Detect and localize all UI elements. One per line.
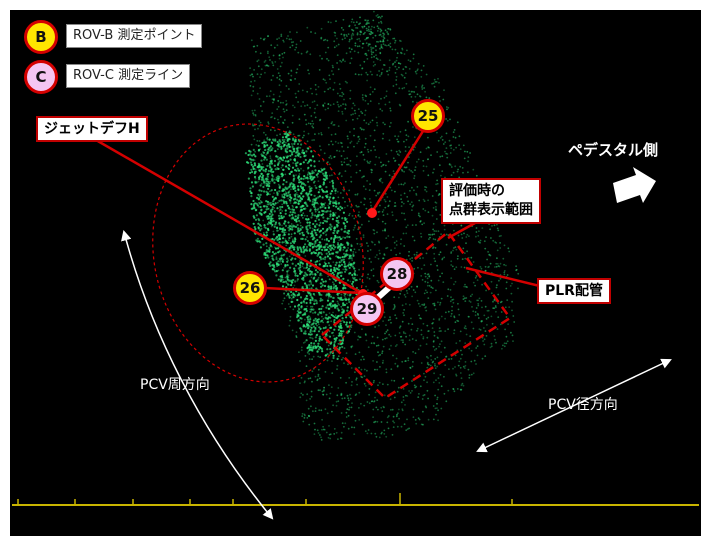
legend-b-letter: B — [35, 28, 47, 46]
pcv-radial-label: PCV径方向 — [548, 397, 618, 413]
measurement-point-26-number: 26 — [239, 279, 261, 297]
point-25-dot — [367, 208, 377, 218]
pcv-radial-arrow — [476, 358, 672, 453]
legend-c-label: ROV-C 測定ライン — [66, 64, 191, 88]
pedestal-side-label: ペデスタル側 — [568, 141, 659, 159]
pedestal-direction-arrow — [613, 167, 656, 203]
eval-range-callout-line — [447, 221, 476, 240]
point-26-callout-line — [264, 286, 363, 295]
legend-c-marker: C — [24, 60, 58, 94]
measurement-line-28-number: 28 — [386, 265, 408, 283]
plr-callout-line — [465, 266, 549, 290]
measurement-line-29-number: 29 — [356, 300, 378, 318]
plr-piping-label: PLR配管 — [537, 278, 611, 304]
legend-b-label: ROV-B 測定ポイント — [66, 24, 203, 48]
legend-b-marker: B — [24, 20, 58, 54]
measurement-line-29: 29 — [350, 292, 384, 326]
jet-deflector-callout-line — [95, 138, 366, 297]
point-cloud — [244, 10, 520, 441]
point-25-callout-line — [370, 127, 427, 213]
evaluation-range-label-line2: 点群表示範囲 — [449, 202, 533, 218]
measurement-point-25: 25 — [411, 99, 445, 133]
pcv-circumferential-label: PCV周方向 — [140, 377, 210, 393]
jet-deflector-label: ジェットデフH — [36, 116, 148, 142]
measurement-point-25-number: 25 — [417, 107, 439, 125]
evaluation-range-label: 評価時の 点群表示範囲 — [441, 178, 541, 224]
evaluation-range-label-line1: 評価時の — [449, 183, 505, 199]
measurement-line-28: 28 — [380, 257, 414, 291]
legend-c-letter: C — [35, 68, 47, 86]
pcv-circumferential-arrow — [121, 229, 274, 520]
measurement-point-26: 26 — [233, 271, 267, 305]
